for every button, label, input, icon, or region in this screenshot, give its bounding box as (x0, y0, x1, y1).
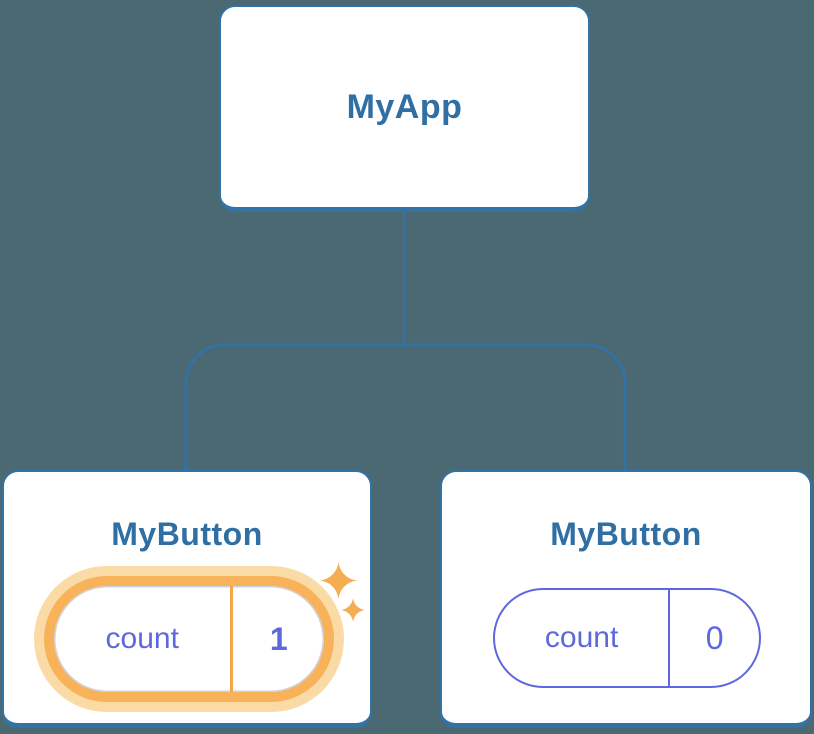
state-key-label: count (544, 621, 619, 654)
state-pill-key-section: count (495, 590, 671, 686)
state-pill-value-section: 0 (670, 590, 759, 686)
sparkle-icon-large (320, 562, 357, 599)
state-key-label: count (105, 622, 179, 655)
state-pill-highlighted: count 1 (44, 576, 334, 702)
component-name-label: MyButton (550, 516, 702, 552)
component-node-child-1: MyButton count 1 (2, 470, 372, 728)
state-value-label: 1 (269, 620, 288, 657)
state-pill-key-section: count (54, 586, 234, 692)
state-value-label: 0 (705, 619, 724, 656)
sparkle-icon-small (341, 598, 365, 622)
state-pill: count 0 (493, 588, 761, 688)
component-name-label: MyApp (346, 87, 463, 126)
state-pill-value-section: 1 (233, 586, 324, 692)
component-name-label: MyButton (111, 516, 263, 552)
component-node-root: MyApp (219, 5, 590, 212)
component-node-child-2: MyButton count 0 (440, 470, 812, 728)
